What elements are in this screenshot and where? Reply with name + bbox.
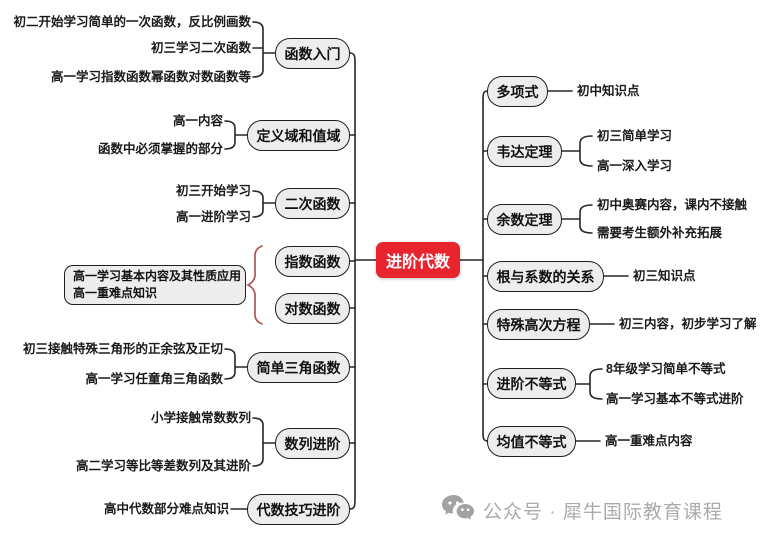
watermark: 公众号 · 犀牛国际教育课程 (441, 494, 723, 527)
bracket-advanced-inequalities (575, 368, 603, 400)
node-advanced-inequalities: 进阶不等式 (487, 368, 576, 399)
node-exponential-function: 指数函数 (275, 246, 350, 277)
left-trunk-stubs (349, 134, 356, 444)
node-simple-trigonometry: 简单三角函数 (247, 352, 350, 383)
leaf-sequence-2: 高二学习等比等差数列及其进阶 (75, 459, 251, 473)
leaf-function-intro-1: 初二开始学习简单的一次函数，反比例画数 (13, 15, 251, 29)
node-vieta-theorem: 韦达定理 (487, 136, 562, 167)
leaf-sequence-1: 小学接触常数数列 (150, 411, 251, 425)
note-box-exp-log: 高一学习基本内容及其性质应用 高一重难点知识 (64, 265, 246, 305)
leaf-function-intro-2: 初三学习二次函数 (150, 41, 251, 55)
leaf-remainder-2: 需要考生额外补充拓展 (597, 226, 723, 240)
right-trunk-stubs (482, 150, 489, 385)
leaf-polynomial-1: 初中知识点 (577, 84, 640, 98)
central-node-advanced-algebra: 进阶代数 (376, 242, 460, 278)
node-special-higher-equations: 特殊高次方程 (487, 309, 590, 340)
leaf-quadratic-2: 高一进阶学习 (175, 210, 251, 224)
leaf-special-equations-1: 初三内容，初步学习了解 (619, 317, 757, 331)
bracket-quadratic (252, 190, 277, 218)
leaf-domain-range-1: 高一内容 (172, 114, 223, 128)
leaf-domain-range-2: 函数中必须掌握的部分 (97, 142, 223, 156)
wechat-icon (441, 494, 475, 527)
node-mean-inequality: 均值不等式 (487, 426, 576, 457)
leaf-algebra-techniques-1: 高中代数部分难点知识 (103, 502, 229, 516)
watermark-text: 公众号 · 犀牛国际教育课程 (483, 502, 723, 523)
note-line-1: 高一学习基本内容及其性质应用 (73, 269, 242, 283)
bracket-trigonometry (224, 348, 249, 380)
node-quadratic-function: 二次函数 (275, 188, 350, 219)
leaf-vieta-2: 高一深入学习 (597, 159, 673, 173)
node-domain-range: 定义域和值域 (247, 120, 350, 151)
leaf-function-intro-3: 高一学习指数函数幂函数对数函数等 (50, 70, 251, 84)
leaf-roots-coefficients-1: 初三知识点 (633, 269, 696, 283)
leaf-quadratic-1: 初三开始学习 (175, 184, 251, 198)
node-algebra-techniques: 代数技巧进阶 (247, 494, 350, 525)
leaf-mean-inequality-1: 高一重难点内容 (605, 434, 693, 448)
leaf-vieta-1: 初三简单学习 (597, 129, 673, 143)
left-trunk-line (349, 52, 356, 510)
bracket-remainder (561, 204, 593, 234)
node-sequence-advanced: 数列进阶 (275, 428, 350, 459)
node-polynomial: 多项式 (487, 76, 548, 107)
note-curly-brace (246, 245, 263, 325)
leaf-trigonometry-1: 初三接触特殊三角形的正余弦及正切 (22, 342, 223, 356)
node-remainder-theorem: 余数定理 (487, 204, 562, 235)
leaf-advanced-inequalities-1: 8年级学习简单不等式 (606, 362, 726, 376)
bracket-function-intro (252, 21, 277, 78)
leaf-remainder-1: 初中奥赛内容，课内不接触 (597, 198, 748, 212)
node-logarithmic-function: 对数函数 (275, 293, 350, 324)
bracket-domain-range (224, 120, 249, 150)
leaf-trigonometry-2: 高一学习任童角三角函数 (85, 372, 223, 386)
leaf-advanced-inequalities-2: 高一学习基本不等式进阶 (606, 392, 744, 406)
bracket-sequence (252, 417, 277, 467)
right-trunk-line (482, 90, 489, 442)
node-roots-coefficients: 根与系数的关系 (487, 261, 604, 292)
node-function-intro: 函数入门 (275, 38, 350, 69)
note-line-2: 高一重难点知识 (73, 286, 158, 300)
bracket-vieta (561, 135, 593, 167)
